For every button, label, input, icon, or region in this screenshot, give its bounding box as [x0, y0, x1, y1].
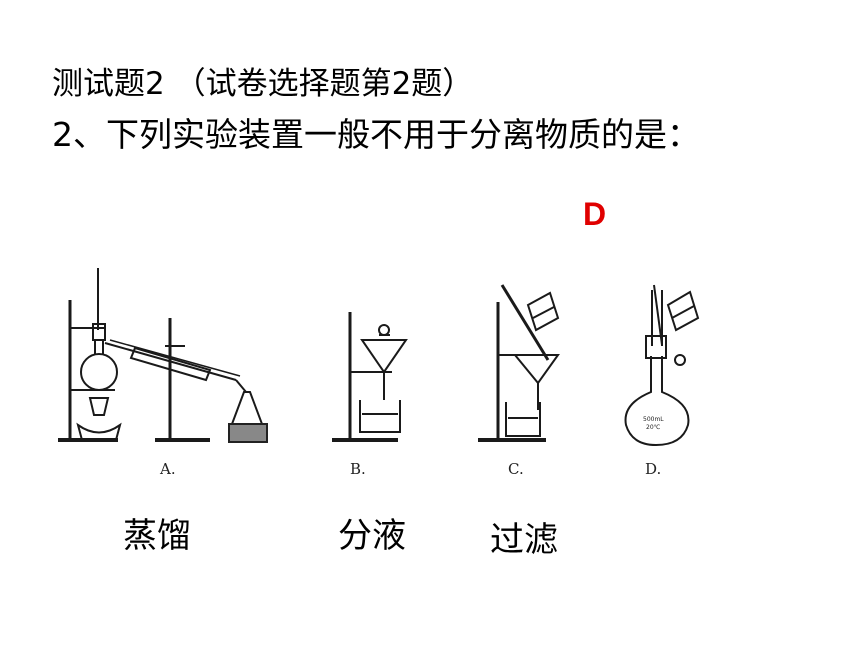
- caption-a: A.: [159, 460, 176, 478]
- caption-d: D.: [645, 460, 661, 478]
- caption-c: C.: [508, 460, 524, 478]
- apparatus-figure: A. B. C. D. 500mL 20℃: [58, 268, 700, 478]
- caption-b: B.: [350, 460, 366, 478]
- answer-mark: D: [583, 196, 607, 232]
- question-prompt: 2、下列实验装置一般不用于分离物质的是：: [52, 115, 700, 154]
- label-distillation: 蒸馏: [123, 516, 191, 556]
- flask-volume-marking: 500mL: [643, 416, 664, 423]
- flask-temp-marking: 20℃: [646, 424, 661, 431]
- volumetric-flask-apparatus: [624, 284, 700, 447]
- distillation-apparatus: [58, 268, 268, 443]
- label-filtration: 过滤: [490, 520, 558, 560]
- question-heading: 测试题2 （试卷选择题第2题）: [52, 66, 474, 102]
- filtration-apparatus: [478, 284, 560, 442]
- label-separation: 分液: [338, 516, 406, 556]
- separatory-funnel-apparatus: [332, 312, 408, 442]
